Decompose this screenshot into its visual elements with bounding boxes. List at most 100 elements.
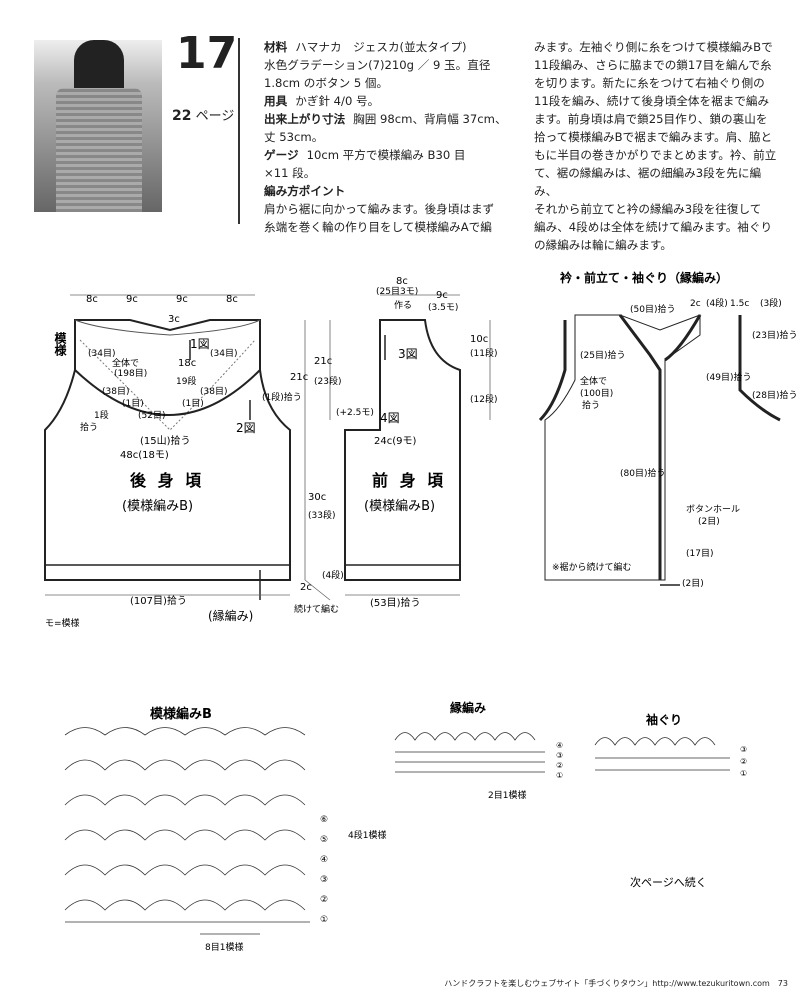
front-24: 24c(9モ) xyxy=(374,436,416,447)
front-plus: (+2.5モ) xyxy=(336,408,374,418)
pattern-number: 17 xyxy=(176,28,238,79)
collar-80: (80目)拾う xyxy=(620,467,665,479)
front-8c: 8c xyxy=(396,276,408,287)
front-30c: 30c xyxy=(308,492,326,503)
collar-2c: 2c xyxy=(690,299,701,309)
collar-23: (23目)拾う xyxy=(752,329,797,341)
collar-17: (17目) xyxy=(686,548,713,559)
front-9c: 9c xyxy=(436,290,448,301)
back-hiro: 拾う xyxy=(80,421,98,433)
collar-2: (2目) xyxy=(682,578,704,589)
collar-50: (50目)拾う xyxy=(630,303,675,315)
svg-text:④: ④ xyxy=(320,855,328,865)
back-1a: (1目) xyxy=(122,398,144,409)
front-saku: 作る xyxy=(394,299,412,311)
back-38b: (38目) xyxy=(200,386,227,397)
patternB-rep: 8目1模様 xyxy=(205,941,243,953)
collar-hole2: (2目) xyxy=(698,516,720,527)
back-bottom: (107目)拾う xyxy=(130,594,187,607)
front-21a: 21c xyxy=(290,372,308,383)
svg-text:④: ④ xyxy=(556,741,563,750)
svg-text:⑥: ⑥ xyxy=(320,815,328,825)
back-38a: (38目) xyxy=(102,386,129,397)
front-11: (11段) xyxy=(470,347,497,359)
back-body-diagram xyxy=(44,294,291,600)
front-z3: 3図 xyxy=(398,347,418,361)
collar-49: (49目)拾う xyxy=(706,371,751,383)
collar-hole: ボタンホール xyxy=(686,504,740,515)
back-sub: (模様編みB) xyxy=(122,498,193,514)
back-19: 19段 xyxy=(176,375,196,387)
front-23: (23段) xyxy=(314,375,341,387)
front-sub: (模様編みB) xyxy=(364,498,435,514)
collar-100: (100目) xyxy=(580,388,613,399)
back-3c: 3c xyxy=(168,314,180,325)
collar-zentai: 全体で xyxy=(580,375,607,387)
back-dim-1: 8c xyxy=(86,294,98,305)
collar-3: (3段) xyxy=(760,297,782,309)
edging-title: 縁編み xyxy=(450,700,486,715)
edging-rep: 2目1模様 xyxy=(488,789,526,801)
footer: ハンドクラフトを楽しむウェブサイト「手づくりタウン」http://www.tez… xyxy=(444,979,788,988)
page-reference: 22 ページ xyxy=(172,108,235,124)
svg-text:③: ③ xyxy=(556,751,563,760)
decorative-spine xyxy=(236,38,242,224)
back-mo: モ=模様 xyxy=(45,617,80,629)
back-dim-3: 9c xyxy=(176,294,188,305)
back-zentai: 全体で xyxy=(112,357,139,369)
front-25: (25目3モ) xyxy=(376,286,418,297)
back-198: (198目) xyxy=(114,368,147,379)
svg-text:②: ② xyxy=(320,895,328,905)
armhole-title: 袖ぐり xyxy=(646,712,682,727)
svg-text:①: ① xyxy=(556,771,563,780)
svg-text:①: ① xyxy=(320,915,328,925)
svg-text:②: ② xyxy=(556,761,563,770)
patternB-side: 4段1模様 xyxy=(348,829,386,841)
collar-4: (4段) xyxy=(706,297,728,309)
front-35: (3.5モ) xyxy=(428,303,458,313)
svg-text:①: ① xyxy=(740,769,747,778)
front-title: 前 身 頃 xyxy=(372,471,446,490)
back-z2: 2図 xyxy=(236,421,256,435)
svg-text:⑤: ⑤ xyxy=(320,835,328,845)
collar-15c: 1.5c xyxy=(730,299,749,309)
back-title: 後 身 頃 xyxy=(130,471,204,490)
collar-hiro: 拾う xyxy=(582,399,600,411)
collar-25: (25目)拾う xyxy=(580,349,625,361)
back-52: (52目) xyxy=(138,410,165,421)
front-z4: 4図 xyxy=(380,411,400,425)
patternB-title: 模様編みB xyxy=(150,706,212,722)
back-34a: (34目) xyxy=(88,348,115,359)
back-dim-4: 8c xyxy=(226,294,238,305)
stitch-charts: 模様編みB ⑥ ⑤ ④ ③ ② ① 4段1模様 8目1模様 縁編み ④ ③ ② … xyxy=(64,700,747,953)
garment-photo xyxy=(34,40,162,212)
front-12: (12段) xyxy=(470,393,497,405)
front-body-diagram xyxy=(304,294,491,601)
collar-note: ※裾から続けて編む xyxy=(552,561,632,573)
back-15: (15山)拾う xyxy=(140,434,191,447)
front-33: (33段) xyxy=(308,509,335,521)
back-1dan: 1段 xyxy=(94,409,109,421)
back-34b: (34目) xyxy=(210,348,237,359)
back-z1: 1図 xyxy=(190,337,210,351)
front-4: (4段) xyxy=(322,569,344,581)
front-10c: 10c xyxy=(470,334,488,345)
back-edge: (縁編み) xyxy=(208,608,253,623)
svg-text:③: ③ xyxy=(740,745,747,754)
collar-28: (28目)拾う xyxy=(752,389,797,401)
back-18c: 18c xyxy=(178,358,196,369)
back-label-a1: 模様 xyxy=(53,331,67,357)
schematic-diagrams: 模様 8c 9c 9c 8c 3c (34目) (34目) 全体で (198目)… xyxy=(44,270,797,629)
svg-text:②: ② xyxy=(740,757,747,766)
front-cont: 続けて編む xyxy=(294,603,339,615)
front-bottom: (53目)拾う xyxy=(370,596,421,609)
collar-diagram xyxy=(538,314,781,586)
instructions-col1: 材料ハマナカ ジェスカ(並太タイプ) 水色グラデーション(7)210g ／ 9 … xyxy=(264,40,507,234)
back-48: 48c(18モ) xyxy=(120,450,169,461)
back-1b: (1目) xyxy=(182,398,204,409)
back-dim-2: 9c xyxy=(126,294,138,305)
next-page-note: 次ページへ続く xyxy=(630,875,707,889)
svg-text:③: ③ xyxy=(320,875,328,885)
collar-title: 衿・前立て・袖ぐり（縁編み） xyxy=(560,270,728,285)
